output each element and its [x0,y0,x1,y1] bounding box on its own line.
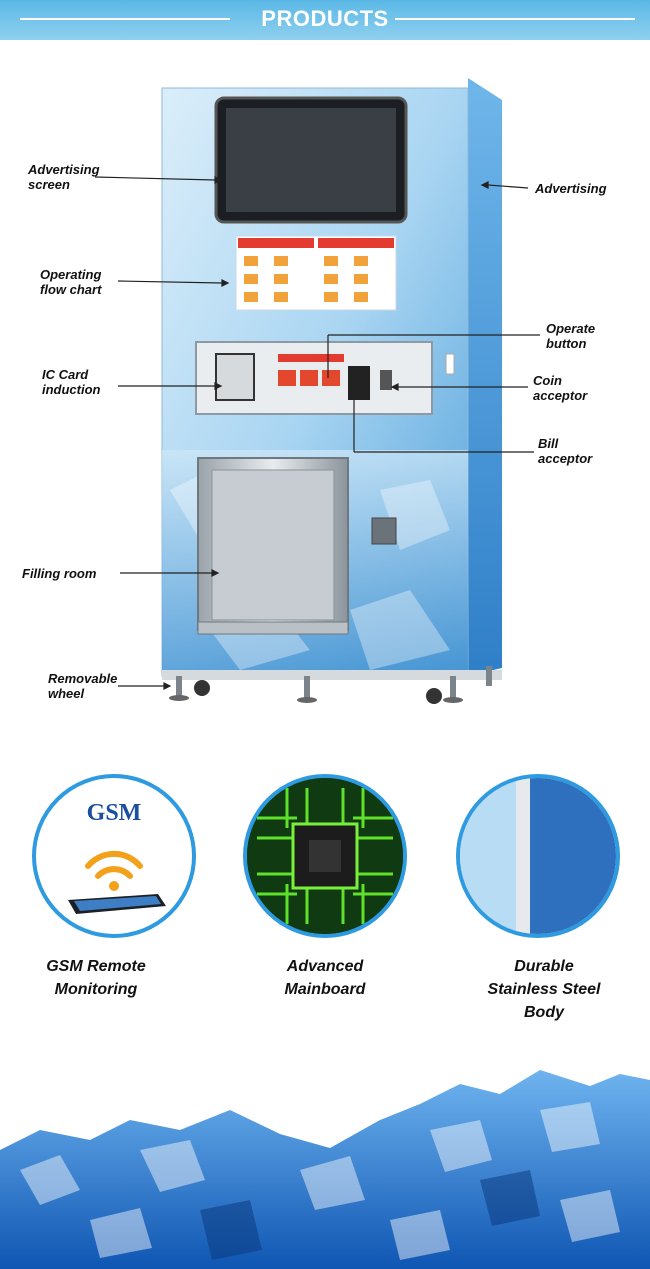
label-line: acceptor [533,388,588,403]
feature-steel-circle [456,774,620,938]
feature-title-line: Durable [514,958,574,975]
label-line: induction [42,382,101,397]
feature-title-line: Advanced [286,958,364,975]
gsm-tablet-icon [68,850,166,914]
feature-title-line: GSM Remote [46,958,146,975]
label-line: Removable [48,671,118,686]
label-line: Bill [538,436,559,451]
callout-lines [94,176,540,690]
feature-title-line: Mainboard [284,981,366,998]
label-operating-flow-chart: Operating flow chart [40,267,101,297]
feature-mainboard-circle [243,774,407,938]
feature-title-steel: Durable Stainless Steel Body [454,955,634,1024]
label-line: Advertising [28,162,100,177]
feature-title-gsm: GSM Remote Monitoring [6,955,186,1001]
label-line: Operating [40,267,102,282]
chip-icon [247,778,403,934]
label-line: button [546,336,587,351]
feature-title-line: Body [524,1004,564,1021]
feature-title-mainboard: Advanced Mainboard [235,955,415,1001]
label-operate-button: Operate button [546,321,595,351]
label-line: acceptor [538,451,593,466]
header-line-left [20,18,230,20]
label-removable-wheel: Removable wheel [48,671,117,701]
label-line: wheel [48,686,85,701]
label-line: Coin [533,373,562,388]
page-title: PRODUCTS [261,6,389,31]
feature-gsm-circle: GSM [32,774,196,938]
ice-cubes-image [0,1070,650,1269]
label-filling-room: Filling room [22,566,97,581]
label-line: flow chart [40,282,102,297]
label-ic-card-induction: IC Card induction [42,367,101,397]
label-line: screen [28,177,70,192]
gsm-badge: GSM [86,800,142,826]
label-line: IC Card [42,367,89,382]
feature-title-line: Stainless Steel [487,981,601,998]
header-line-right [395,18,635,20]
feature-title-line: Monitoring [54,981,138,998]
label-advertising: Advertising [535,181,607,196]
steel-panel-icon [460,778,616,934]
label-advertising-screen: Advertising screen [28,162,100,192]
label-coin-acceptor: Coin acceptor [533,373,587,403]
label-line: Operate [546,321,596,336]
products-header: PRODUCTS [0,0,650,40]
label-bill-acceptor: Bill acceptor [538,436,592,466]
ice-vending-machine [161,78,502,704]
